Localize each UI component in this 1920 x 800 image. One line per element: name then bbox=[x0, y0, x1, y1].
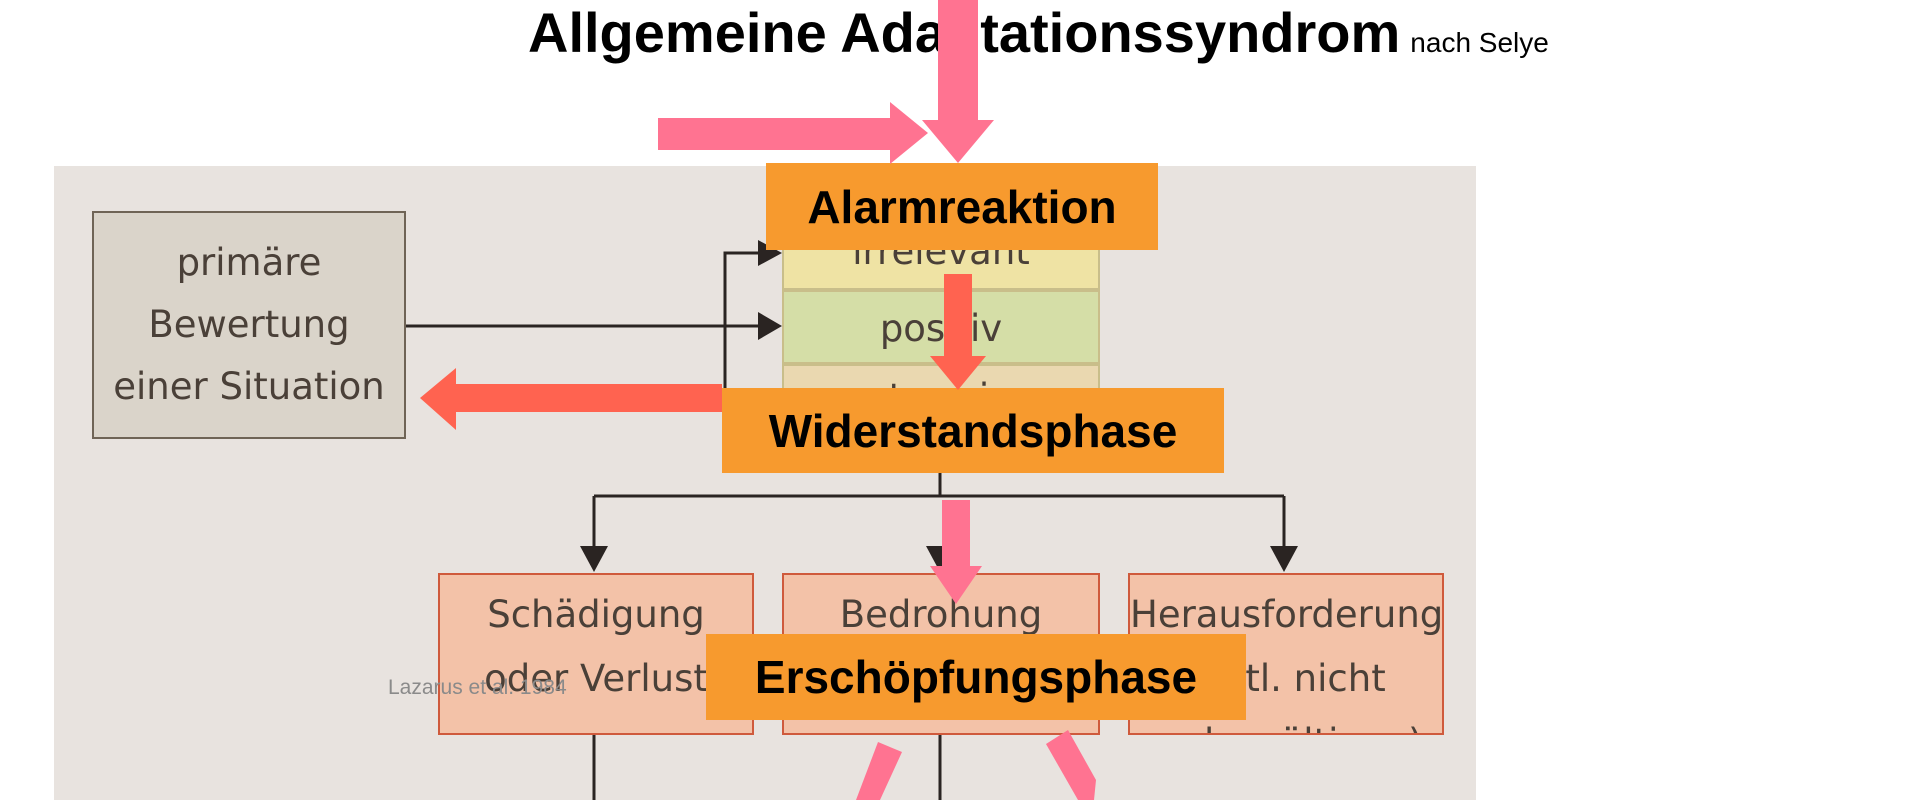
pink-arrow-left-shaft bbox=[658, 118, 894, 150]
pink-arrow-bottom-left bbox=[856, 742, 902, 800]
primary-box-line3: einer Situation bbox=[113, 365, 385, 408]
outcome-challenge-line1: Herausforderung bbox=[1130, 593, 1444, 636]
red-arrow-down-head bbox=[930, 356, 986, 390]
title-subtitle: nach Selye bbox=[1410, 27, 1549, 58]
pink-arrow-left-head bbox=[890, 102, 928, 164]
pink-arrow-bottom-right bbox=[1046, 730, 1096, 800]
arrowhead-to-challenge bbox=[1270, 546, 1298, 572]
primary-appraisal-box: primäre Bewertung einer Situation bbox=[92, 211, 406, 439]
outcome-challenge-line3: zu bewältigen) bbox=[1130, 711, 1442, 733]
outcome-threat-line1: Bedrohung bbox=[839, 593, 1043, 636]
citation: Lazarus et al. 1984 bbox=[388, 676, 567, 699]
phase-alarm-reaction: Alarmreaktion bbox=[766, 163, 1158, 250]
phase-resistance: Widerstandsphase bbox=[722, 388, 1224, 473]
phase-exhaustion-label: Erschöpfungsphase bbox=[754, 651, 1198, 703]
arrowhead-to-positive bbox=[758, 312, 782, 340]
arrowhead-to-irrelevant bbox=[758, 240, 782, 266]
primary-box-line1: primäre bbox=[176, 241, 322, 284]
red-arrow-down-shaft bbox=[944, 274, 972, 358]
pink-arrow-middle-shaft bbox=[942, 500, 970, 566]
outcome-damage-box: Schädigung oder Verlust bbox=[438, 573, 754, 735]
pink-arrow-top-shaft bbox=[938, 0, 978, 122]
red-arrow-left-head bbox=[420, 368, 456, 430]
phase-alarm-label: Alarmreaktion bbox=[807, 180, 1117, 233]
outcome-damage-line1: Schädigung bbox=[487, 593, 705, 636]
pink-arrow-middle-head bbox=[930, 566, 982, 604]
arrowhead-to-damage bbox=[580, 546, 608, 572]
band-positive-label: positiv bbox=[879, 307, 1003, 350]
outcome-damage-line2: oder Verlust bbox=[484, 657, 708, 700]
phase-resistance-label: Widerstandsphase bbox=[768, 404, 1178, 457]
phase-exhaustion: Erschöpfungsphase bbox=[706, 634, 1246, 720]
pink-arrow-top-head bbox=[922, 120, 994, 163]
connector-loop-to-irrelevant bbox=[723, 251, 762, 388]
red-arrow-left-shaft bbox=[452, 384, 722, 412]
primary-box-line2: Bewertung bbox=[148, 303, 350, 346]
